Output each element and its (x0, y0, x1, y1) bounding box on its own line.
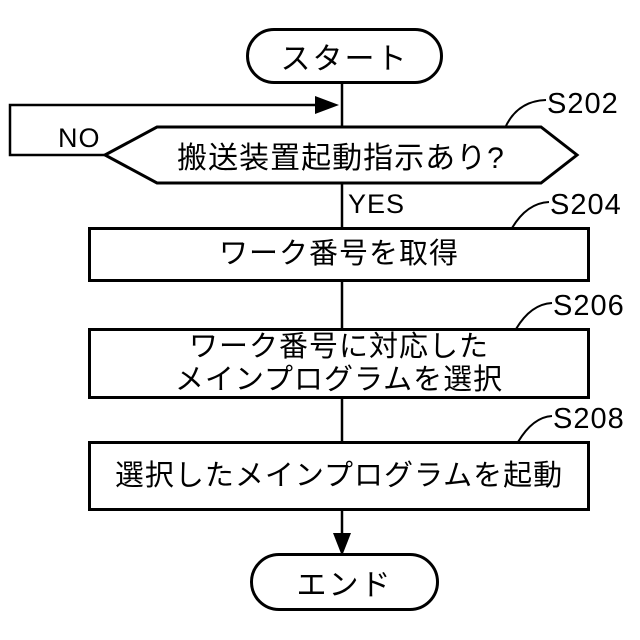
step-id-s202: S202 (547, 88, 619, 120)
arrowhead-right-icon (315, 96, 339, 114)
leader-s206 (515, 302, 553, 330)
step-id-s204: S204 (550, 189, 622, 221)
start-label: スタート (280, 43, 409, 76)
end-terminal: エンド (250, 553, 439, 611)
arrowhead-down-icon (333, 533, 351, 556)
process-step2-label-line2: メインプログラムを選択 (174, 363, 504, 396)
process-step3: 選択したメインプログラムを起動 (88, 441, 590, 511)
process-step3-label: 選択したメインプログラムを起動 (114, 459, 564, 492)
branch-label-no: NO (58, 123, 101, 153)
decision-label: 搬送装置起動指示あり? (177, 142, 505, 175)
step-id-s208: S208 (553, 403, 625, 435)
branch-label-yes: YES (348, 189, 406, 219)
decision-hexagon (101, 125, 580, 185)
start-terminal: スタート (246, 28, 443, 84)
edge-no-loop (8, 103, 316, 157)
leader-s208 (517, 415, 553, 443)
step-id-s206: S206 (553, 290, 625, 322)
process-step1-label: ワーク番号を取得 (218, 238, 459, 270)
leader-s204 (511, 201, 550, 229)
end-label: エンド (296, 569, 393, 602)
process-step2-label-line1: ワーク番号に対応した (188, 330, 489, 363)
process-step2: ワーク番号に対応した メインプログラムを選択 (88, 328, 590, 399)
process-step1: ワーク番号を取得 (88, 227, 590, 282)
leader-s202 (504, 99, 547, 129)
decision-node: 搬送装置起動指示あり? (105, 127, 577, 183)
